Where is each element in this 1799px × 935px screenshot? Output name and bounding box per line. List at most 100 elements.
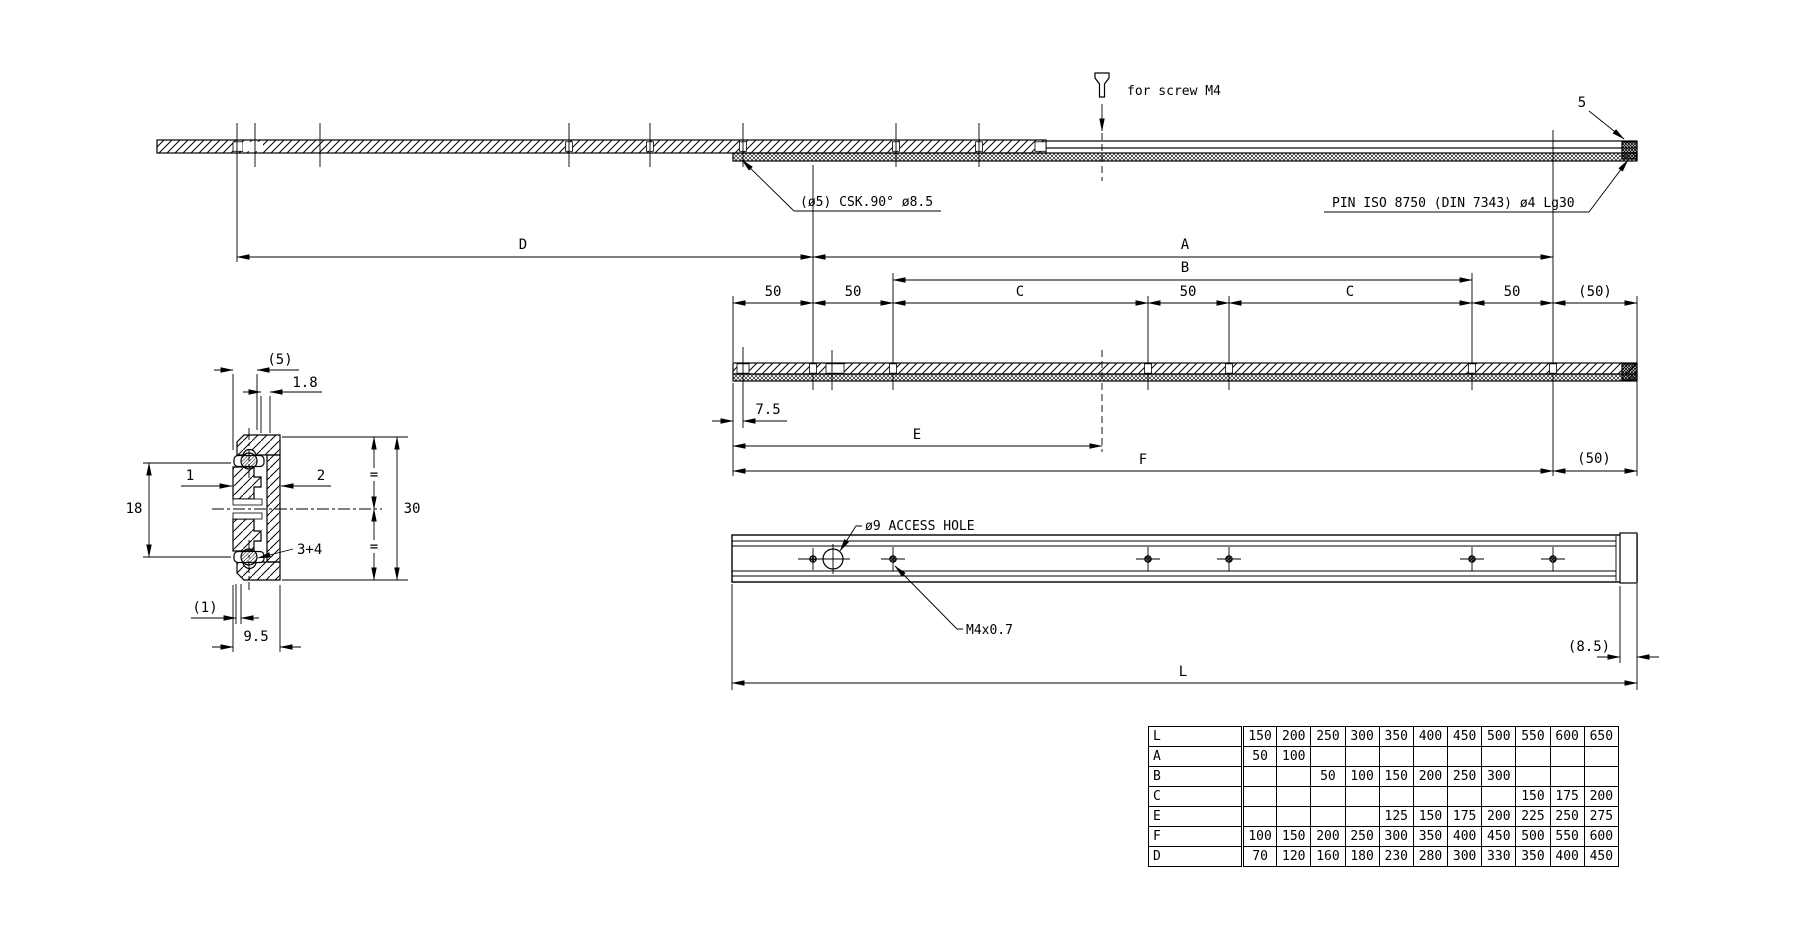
table-cell (1515, 766, 1551, 787)
table-cell: 150 (1378, 766, 1414, 787)
table-cell: 200 (1481, 806, 1517, 827)
dim-label-d: D (519, 237, 527, 253)
dim-label-7-5: 7.5 (755, 402, 780, 418)
dim-label-b: B (1181, 260, 1189, 276)
table-cell (1310, 786, 1346, 807)
middle-view-closed-slide: 7.5 E F (50) (712, 347, 1638, 476)
seg-50-paren: (50) (1578, 284, 1612, 300)
table-cell: 330 (1481, 846, 1517, 867)
table-cell: 250 (1344, 826, 1380, 847)
inner-web-top (232, 466, 262, 500)
row-label: E (1148, 806, 1244, 827)
end-cap (1619, 532, 1638, 584)
table-cell: 300 (1481, 766, 1517, 787)
dim-label-l: L (1179, 664, 1187, 680)
dim-label-e: E (913, 427, 921, 443)
table-cell: 650 (1583, 726, 1620, 747)
table-cell: 160 (1310, 846, 1346, 867)
screw-holes (881, 547, 1565, 571)
table-cell: 150 (1276, 826, 1312, 847)
inner-web-bottom (232, 518, 262, 552)
table-cell: 300 (1447, 846, 1483, 867)
table-cell (1515, 746, 1551, 767)
table-cell: 450 (1447, 726, 1483, 747)
end-pin (1621, 141, 1638, 160)
table-cell: 500 (1515, 826, 1551, 847)
row-label: L (1148, 726, 1244, 747)
table-cell (1276, 786, 1312, 807)
outer-top-flange (236, 434, 281, 456)
thread-note: M4x0.7 (966, 623, 1013, 638)
csk-note: (ø5) CSK.90° ø8.5 (800, 195, 933, 210)
table-cell (1276, 766, 1312, 787)
table-cell: 200 (1310, 826, 1346, 847)
table-cell (1241, 766, 1278, 787)
table-cell: 50 (1241, 746, 1278, 767)
dim-label-30: 30 (404, 501, 421, 517)
table-cell: 200 (1583, 786, 1620, 807)
table-cell: 350 (1412, 826, 1449, 847)
seg-50-4: 50 (1504, 284, 1521, 300)
dim-label-a: A (1181, 237, 1190, 253)
table-cell (1481, 786, 1517, 807)
row-label: B (1148, 766, 1244, 787)
table-cell: 600 (1549, 726, 1585, 747)
table-cell: 450 (1481, 826, 1517, 847)
table-cell (1481, 746, 1517, 767)
table-cell: 450 (1583, 846, 1620, 867)
table-cell: 550 (1549, 826, 1585, 847)
table-cell: 125 (1378, 806, 1414, 827)
table-cell: 175 (1447, 806, 1483, 827)
seg-c-1: C (1016, 284, 1024, 300)
top-view-extended-slide: for screw M4 5 PIN ISO 8750 (DIN 7343) ø… (156, 72, 1638, 476)
table-cell (1310, 746, 1346, 767)
access-hole-note: ø9 ACCESS HOLE (865, 519, 975, 534)
table-cell: 225 (1515, 806, 1551, 827)
table-cell (1549, 746, 1585, 767)
table-cell: 350 (1378, 726, 1414, 747)
table-cell: 400 (1549, 846, 1585, 867)
table-cell: 200 (1412, 766, 1449, 787)
table-cell: 250 (1310, 726, 1346, 747)
table-cell: 550 (1515, 726, 1551, 747)
table-cell: 400 (1412, 726, 1449, 747)
table-cell (1241, 786, 1278, 807)
equal-mark-top: = (370, 467, 378, 483)
table-cell (1447, 786, 1483, 807)
table-cell: 100 (1344, 766, 1380, 787)
table-cell: 280 (1412, 846, 1449, 867)
inner-member-strip (732, 152, 1638, 162)
pin-note: PIN ISO 8750 (DIN 7343) ø4 Lg30 (1332, 196, 1575, 211)
dim-label-1-8: 1.8 (292, 375, 317, 391)
table-cell: 400 (1447, 826, 1483, 847)
table-cell (1310, 806, 1346, 827)
table-cell: 500 (1481, 726, 1517, 747)
table-cell: 600 (1583, 826, 1620, 847)
table-cell (1276, 806, 1312, 827)
table-cell: 180 (1344, 846, 1380, 867)
table-cell (1344, 806, 1380, 827)
dim-label-18: 18 (126, 501, 143, 517)
dim-label-9-5: 9.5 (243, 629, 268, 645)
table-cell (1412, 746, 1449, 767)
table-cell: 70 (1241, 846, 1278, 867)
table-cell (1447, 746, 1483, 767)
table-cell: 250 (1447, 766, 1483, 787)
seg-c-2: C (1346, 284, 1354, 300)
seg-50-3: 50 (1180, 284, 1197, 300)
table-cell: 230 (1378, 846, 1414, 867)
member-2-label: 2 (317, 468, 325, 484)
seg-50-1: 50 (765, 284, 782, 300)
dim-label-f: F (1139, 452, 1147, 468)
inner-member-top (1045, 140, 1638, 149)
screw-note: for screw M4 (1127, 84, 1221, 99)
seg-50-2: 50 (845, 284, 862, 300)
